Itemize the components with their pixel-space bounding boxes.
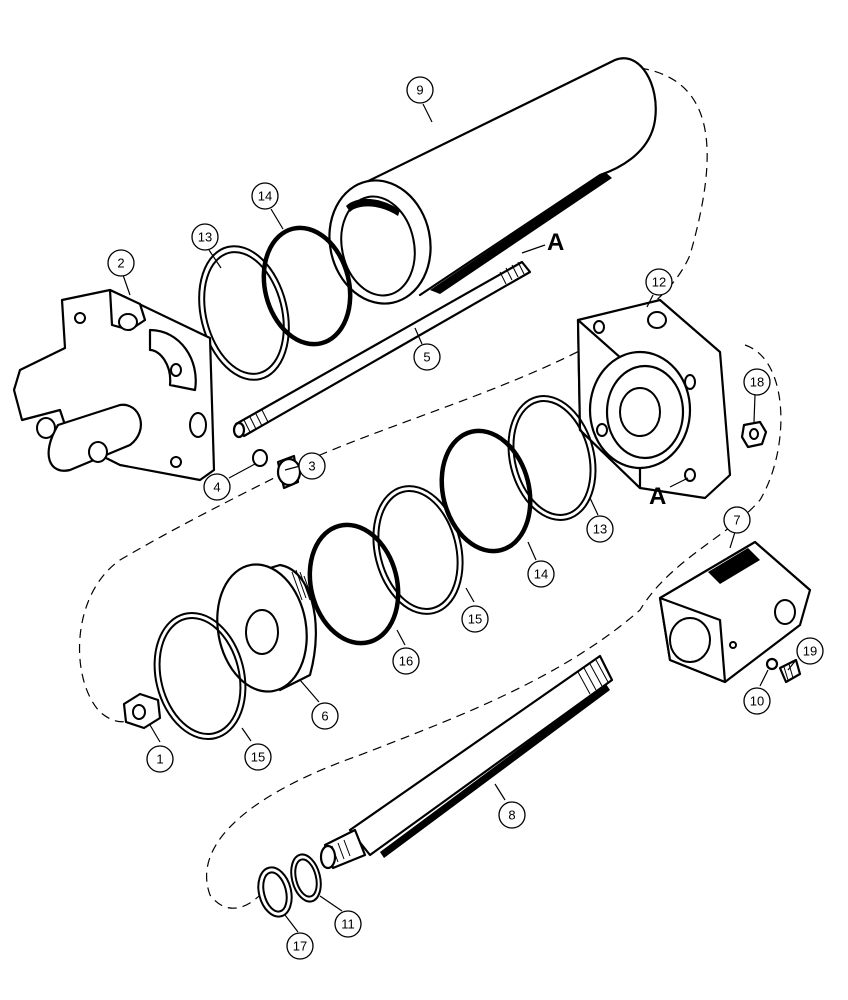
callout-3: 3 [298, 452, 326, 480]
plug [276, 454, 302, 490]
backup-ring-15-lower [153, 611, 247, 741]
svg-text:8: 8 [508, 808, 515, 823]
callout-9: 9 [406, 76, 434, 104]
o-ring-13-lower-inner [512, 400, 592, 516]
tie-rod [232, 260, 532, 439]
callout-17: 17 [286, 932, 314, 960]
piston-rod [319, 654, 614, 870]
cap-end-head [12, 288, 216, 482]
callout-13-lower: 13 [586, 515, 614, 543]
callout-16: 16 [392, 647, 420, 675]
svg-text:15: 15 [251, 750, 265, 765]
callout-13-upper: 13 [191, 223, 219, 251]
svg-text:19: 19 [803, 644, 817, 659]
svg-text:12: 12 [652, 275, 666, 290]
o-ring-4 [252, 449, 268, 467]
svg-text:11: 11 [341, 917, 355, 932]
svg-text:15: 15 [468, 612, 482, 627]
ref-mark-a-top: A [547, 229, 564, 256]
svg-text:13: 13 [593, 522, 607, 537]
ref-a-bottom-leader [669, 477, 689, 488]
backup-ring-15-upper [372, 485, 464, 615]
svg-text:6: 6 [321, 709, 328, 724]
svg-text:9: 9 [416, 83, 423, 98]
callout-7: 7 [723, 506, 751, 534]
set-screw [778, 658, 802, 684]
callout-8: 8 [498, 801, 526, 829]
svg-text:7: 7 [733, 513, 740, 528]
callout-4: 4 [203, 473, 231, 501]
rod-end-head [576, 298, 732, 500]
svg-text:10: 10 [750, 694, 764, 709]
callout-15-upper: 15 [461, 605, 489, 633]
assembly-guide-line-right [206, 344, 782, 909]
callout-14-upper: 14 [251, 182, 279, 210]
callout-10: 10 [743, 687, 771, 715]
svg-text:2: 2 [117, 256, 124, 271]
wiper-17 [257, 866, 293, 918]
o-ring-14-lower [439, 428, 533, 554]
o-ring-13-upper [198, 245, 290, 381]
svg-text:5: 5 [423, 350, 430, 365]
backup-ring-15-lower-inner [158, 616, 242, 736]
o-ring-13-lower [507, 395, 597, 521]
callout-14-lower: 14 [527, 560, 555, 588]
nut-18 [740, 420, 768, 449]
svg-text:17: 17 [293, 939, 307, 954]
svg-text:3: 3 [308, 459, 315, 474]
callout-11: 11 [334, 910, 362, 938]
wiper-17-inner [262, 871, 288, 913]
callout-6: 6 [311, 702, 339, 730]
nut-1 [122, 692, 162, 730]
rod-clevis [658, 540, 812, 684]
svg-text:16: 16 [399, 654, 413, 669]
callout-5: 5 [413, 343, 441, 371]
piston [216, 563, 317, 693]
seal-11 [290, 853, 322, 903]
callout-18: 18 [743, 368, 771, 396]
svg-text:4: 4 [213, 480, 220, 495]
callout-2: 2 [107, 249, 135, 277]
o-ring-14-upper [261, 225, 353, 347]
cylinder-barrel [328, 57, 657, 305]
ref-a-top-leader [521, 244, 546, 254]
seal-11-inner [294, 858, 318, 898]
o-ring-16 [307, 522, 401, 646]
svg-text:18: 18 [750, 375, 764, 390]
callout-19: 19 [796, 637, 824, 665]
leader-lines [122, 103, 797, 933]
callout-15-lower: 15 [244, 743, 272, 771]
check-ball [765, 657, 779, 671]
callout-1: 1 [146, 745, 174, 773]
callout-12: 12 [645, 268, 673, 296]
backup-ring-15-upper-inner [377, 490, 459, 610]
svg-text:13: 13 [198, 230, 212, 245]
svg-text:14: 14 [534, 567, 548, 582]
svg-text:1: 1 [156, 752, 163, 767]
o-ring-13-upper-inner [203, 251, 285, 375]
svg-text:14: 14 [258, 189, 272, 204]
ref-mark-a-bottom: A [649, 483, 666, 510]
